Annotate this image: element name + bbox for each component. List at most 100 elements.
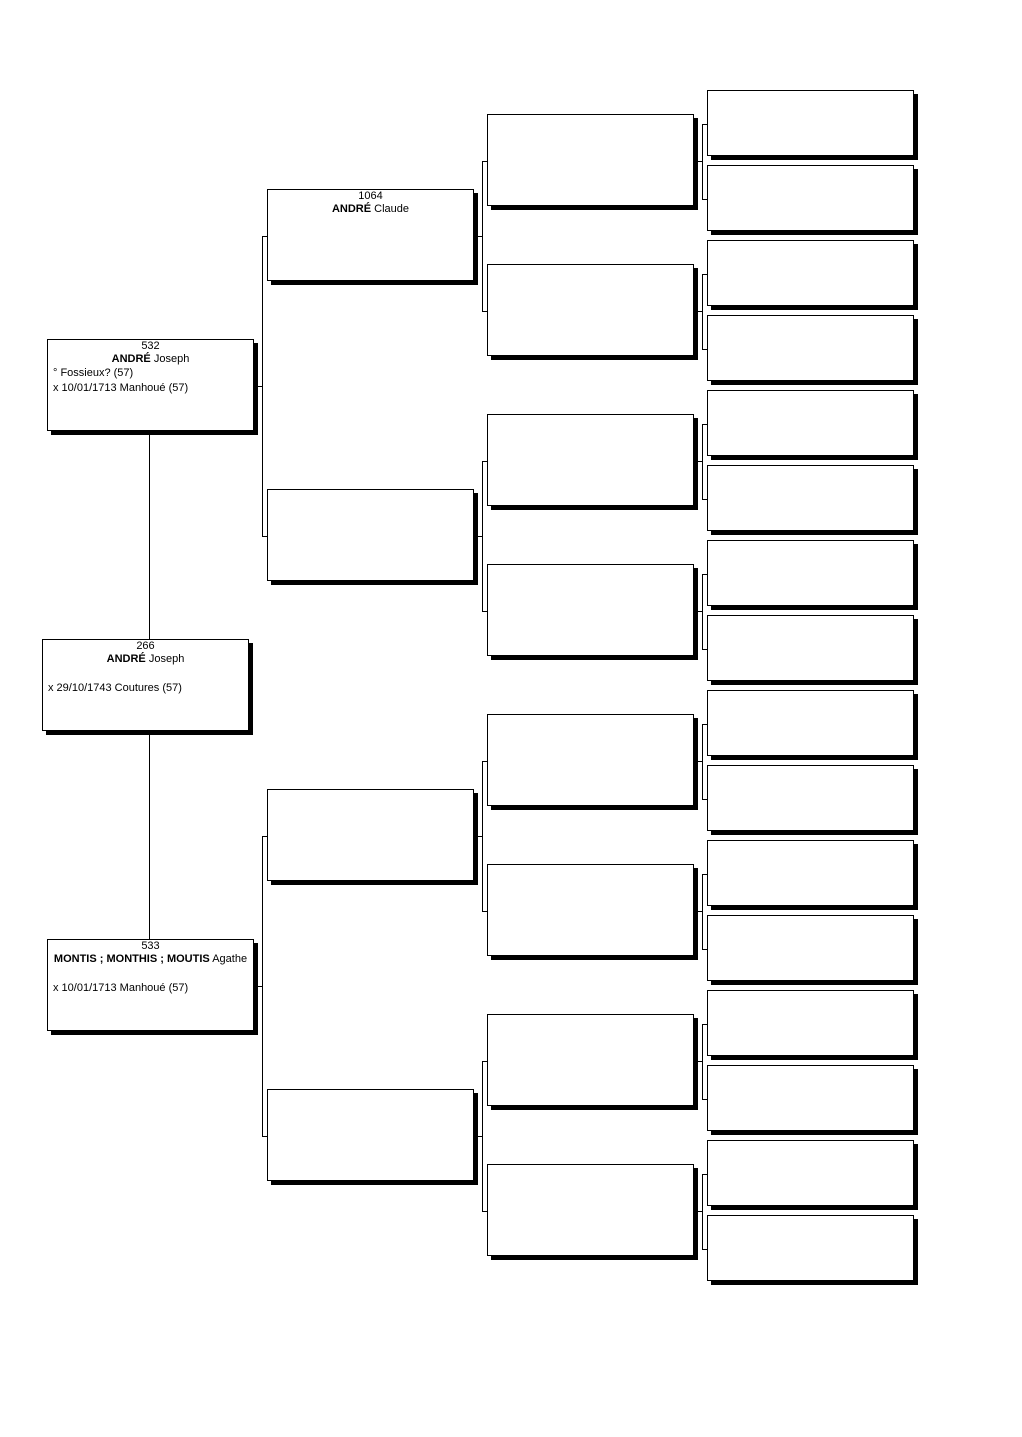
person-box-empty[interactable]	[487, 1164, 694, 1256]
bracket-g4-2-bottom	[702, 349, 708, 350]
bracket-g4-8	[702, 1174, 703, 1250]
bracket-g4-5	[702, 724, 703, 800]
person-box-empty[interactable]	[487, 1014, 694, 1106]
bracket-533-bottom	[262, 1136, 268, 1137]
bracket-532-bottom	[262, 536, 268, 537]
person-surname: MONTIS ; MONTHIS ; MOUTIS	[53, 953, 210, 965]
person-box-266[interactable]: 266 ANDRÉ Joseph x 29/10/1743 Coutures (…	[42, 639, 249, 731]
bracket-g4-8-mid	[694, 1211, 703, 1212]
bracket-g4-4-top	[702, 574, 708, 575]
person-box-533[interactable]: 533 MONTIS ; MONTHIS ; MOUTIS Agathe x 1…	[47, 939, 254, 1031]
person-box-empty[interactable]	[487, 864, 694, 956]
bracket-g4-6-mid	[694, 911, 703, 912]
bracket-g4-2-top	[702, 274, 708, 275]
person-box-1064[interactable]: 1064 ANDRÉ Claude	[267, 189, 474, 281]
person-given-name: Joseph	[153, 353, 190, 365]
bracket-g4-7-bottom	[702, 1099, 708, 1100]
person-name: MONTIS ; MONTHIS ; MOUTIS Agathe	[48, 953, 253, 966]
person-given-name: Claude	[374, 203, 410, 215]
person-given-name: Agathe	[212, 953, 248, 965]
bracket-g4-1-mid	[694, 161, 703, 162]
person-name: ANDRÉ Joseph	[48, 353, 253, 366]
person-name: ANDRÉ Joseph	[43, 653, 248, 666]
bracket-g4-3	[702, 424, 703, 500]
person-box-empty[interactable]	[487, 714, 694, 806]
bracket-g4-6-top	[702, 874, 708, 875]
bracket-g3-3-bottom	[482, 911, 488, 912]
bracket-g4-1-bottom	[702, 199, 708, 200]
person-box-empty[interactable]	[707, 1140, 914, 1206]
bracket-g3-4-mid	[474, 1136, 483, 1137]
connector-mother-line	[149, 731, 150, 940]
bracket-g4-8-bottom	[702, 1249, 708, 1250]
person-surname: ANDRÉ	[111, 353, 151, 365]
bracket-g3-1-bottom	[482, 311, 488, 312]
person-box-empty[interactable]	[267, 489, 474, 581]
bracket-g4-8-top	[702, 1174, 708, 1175]
bracket-g4-2-mid	[694, 311, 703, 312]
person-box-532[interactable]: 532 ANDRÉ Joseph ° Fossieux? (57) x 10/0…	[47, 339, 254, 431]
person-box-empty[interactable]	[707, 465, 914, 531]
person-name: ANDRÉ Claude	[268, 203, 473, 216]
person-marriage: x 10/01/1713 Manhoué (57)	[53, 382, 189, 394]
bracket-g4-4-bottom	[702, 649, 708, 650]
bracket-g4-5-bottom	[702, 799, 708, 800]
bracket-g4-4-mid	[694, 611, 703, 612]
person-box-empty[interactable]	[707, 540, 914, 606]
person-surname: ANDRÉ	[106, 653, 146, 665]
bracket-g3-4-bottom	[482, 1211, 488, 1212]
person-box-empty[interactable]	[707, 90, 914, 156]
bracket-532-mid	[254, 386, 263, 387]
person-box-empty[interactable]	[487, 414, 694, 506]
bracket-g4-7-mid	[694, 1061, 703, 1062]
person-box-empty[interactable]	[707, 915, 914, 981]
bracket-g4-5-top	[702, 724, 708, 725]
person-box-empty[interactable]	[707, 390, 914, 456]
bracket-533-mid	[254, 986, 263, 987]
person-box-empty[interactable]	[487, 264, 694, 356]
person-box-empty[interactable]	[707, 1065, 914, 1131]
person-box-empty[interactable]	[707, 1215, 914, 1281]
bracket-533-top	[262, 836, 268, 837]
person-box-empty[interactable]	[707, 990, 914, 1056]
person-birth	[48, 966, 253, 981]
bracket-g4-3-mid	[694, 461, 703, 462]
bracket-g4-3-bottom	[702, 499, 708, 500]
bracket-g4-6	[702, 874, 703, 950]
bracket-532-top	[262, 236, 268, 237]
person-box-empty[interactable]	[707, 315, 914, 381]
person-box-empty[interactable]	[707, 840, 914, 906]
person-box-empty[interactable]	[707, 165, 914, 231]
bracket-g4-6-bottom	[702, 949, 708, 950]
bracket-g4-3-top	[702, 424, 708, 425]
person-box-empty[interactable]	[707, 690, 914, 756]
person-box-empty[interactable]	[707, 240, 914, 306]
person-box-empty[interactable]	[487, 114, 694, 206]
person-number: 532	[141, 340, 160, 352]
bracket-g4-4	[702, 574, 703, 650]
bracket-g3-4-top	[482, 1061, 488, 1062]
person-birth	[43, 666, 248, 681]
person-box-empty[interactable]	[707, 615, 914, 681]
person-birth: ° Fossieux? (57)	[53, 367, 134, 379]
person-marriage: x 10/01/1713 Manhoué (57)	[53, 982, 189, 994]
bracket-g4-1-top	[702, 124, 708, 125]
person-box-empty[interactable]	[487, 564, 694, 656]
person-number: 1064	[358, 190, 383, 202]
person-box-empty[interactable]	[267, 789, 474, 881]
person-marriage: x 29/10/1743 Coutures (57)	[48, 682, 182, 694]
person-number: 533	[141, 940, 160, 952]
bracket-g3-2-mid	[474, 536, 483, 537]
bracket-g4-5-mid	[694, 761, 703, 762]
person-number: 266	[136, 640, 155, 652]
person-box-empty[interactable]	[267, 1089, 474, 1181]
bracket-g3-3-top	[482, 761, 488, 762]
person-box-empty[interactable]	[707, 765, 914, 831]
person-given-name: Joseph	[148, 653, 185, 665]
bracket-g3-1-top	[482, 161, 488, 162]
bracket-g4-2	[702, 274, 703, 350]
person-surname: ANDRÉ	[331, 203, 372, 215]
bracket-g3-2-top	[482, 461, 488, 462]
bracket-g3-1-mid	[474, 236, 483, 237]
bracket-g3-3-mid	[474, 836, 483, 837]
